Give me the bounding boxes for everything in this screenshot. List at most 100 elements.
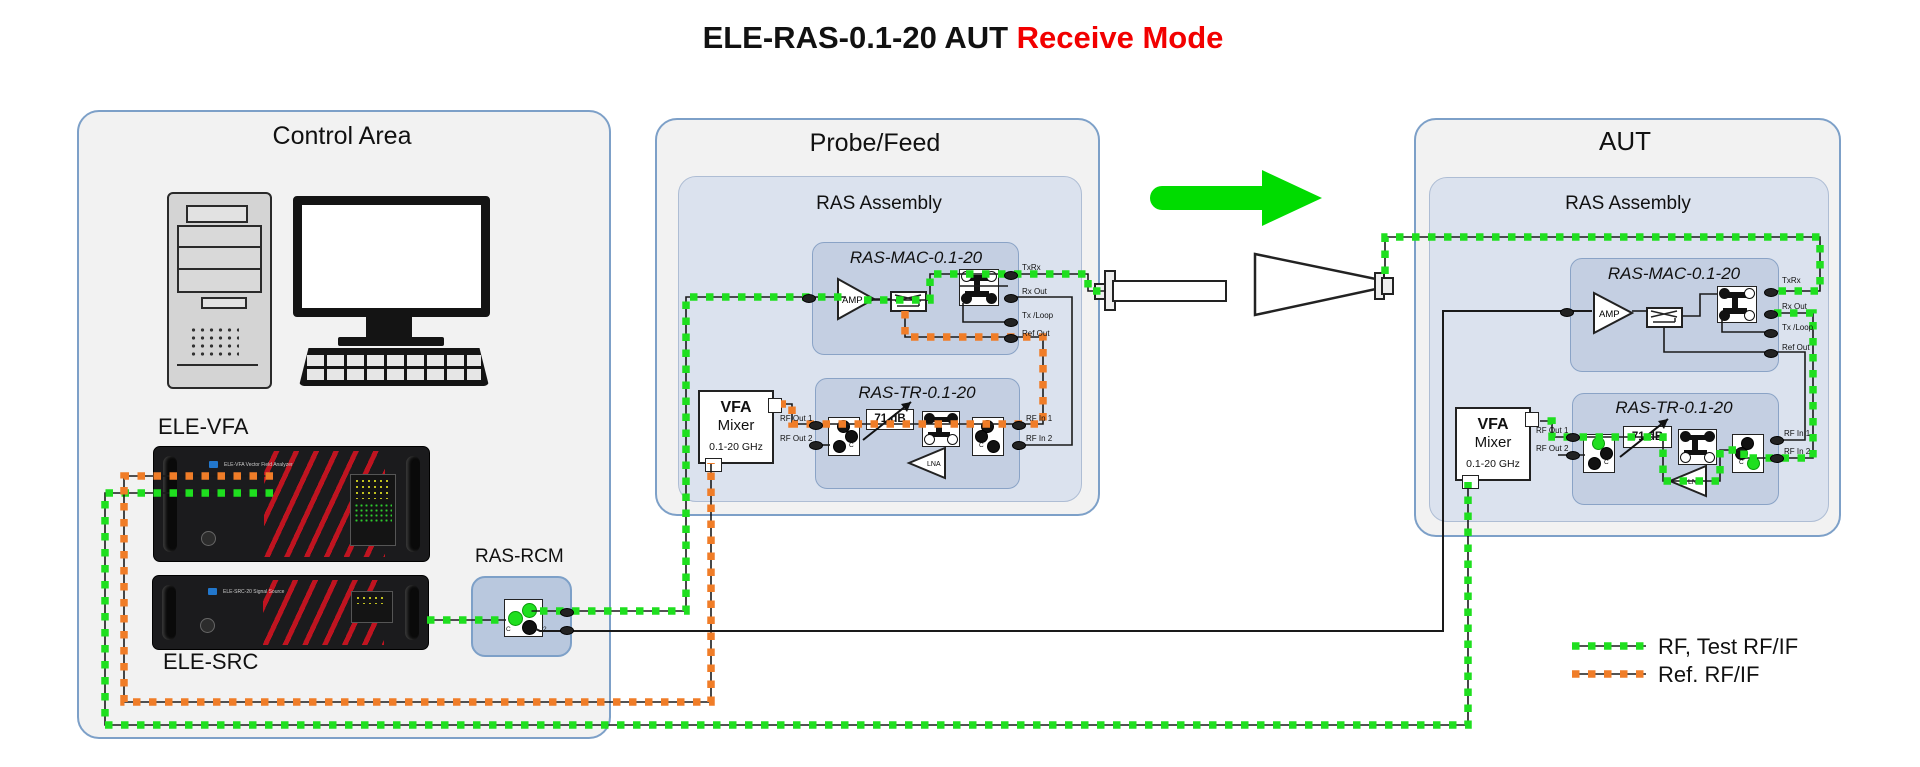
probe-mixer-line2: Mixer [717, 417, 755, 434]
probe-txloop-port [1004, 318, 1018, 327]
vfa-led-grid [354, 503, 392, 524]
aut-tr-transfer-switch [1678, 429, 1717, 465]
title-mode: Receive Mode [1016, 20, 1224, 55]
aut-txrx-port [1764, 288, 1778, 297]
vfa-handle-left [163, 456, 177, 552]
src-knob [200, 618, 215, 633]
probe-attenuator: 71 dB [862, 401, 914, 441]
aut-txloop-port [1764, 329, 1778, 338]
aut-rfout2-label: RF Out 2 [1536, 444, 1569, 453]
src-faceplate-text: ELE-SRC-20 Signal Source [223, 589, 285, 595]
probe-amp: AMP [837, 277, 876, 321]
aut-txrx-label: TxRx [1782, 276, 1801, 285]
probe-ras-assembly-label: RAS Assembly [816, 193, 942, 214]
src-logo [208, 588, 217, 595]
aut-rxout-port [1764, 310, 1778, 319]
monitor-base [338, 337, 444, 346]
probe-mixer-rf-port [768, 398, 782, 413]
aut-label: AUT [1599, 126, 1651, 156]
ele-vfa-label: ELE-VFA [158, 414, 249, 439]
rcm-port2-connector [560, 626, 574, 635]
probe-rfin1-label: RF In 1 [1026, 414, 1053, 423]
pc-tower [167, 192, 272, 389]
monitor [293, 196, 490, 317]
probe-mixer-line3: 0.1-20 GHz [709, 441, 763, 453]
direction-arrow [1150, 170, 1322, 226]
ele-vfa-instrument: ELE-VFA Vector Field Analyzer [153, 446, 430, 562]
probe-mixer-if-port [705, 458, 722, 472]
aut-mixer-line1: VFA [1477, 416, 1509, 433]
probe-refout-label: Ref Out [1022, 329, 1050, 338]
title-main: ELE-RAS-0.1-20 AUT [702, 20, 1009, 55]
aut-txloop-label: Tx /Loop [1782, 323, 1814, 332]
legend-ref-label: Ref. RF/IF [1658, 662, 1760, 687]
rcm-switch-port2-node [522, 620, 537, 635]
horn-antenna [1253, 252, 1378, 317]
aut-mac-label: RAS-MAC-0.1-20 [1607, 264, 1741, 283]
aut-tr-switch-left: C [1583, 434, 1615, 473]
probe-rfin1-port [1012, 421, 1026, 430]
probe-feed-label: Probe/Feed [809, 129, 941, 157]
probe-rxout-label: Rx Out [1022, 287, 1047, 296]
src-leds [355, 595, 387, 604]
horn-adapter [1381, 277, 1394, 295]
aut-lna: LNA [1667, 464, 1707, 498]
vfa-handle-right [406, 456, 420, 552]
probe-tr-transfer-switch [922, 411, 960, 447]
aut-swr-c: C [1739, 459, 1744, 466]
rcm-c-label: C [506, 626, 511, 633]
probe-mac-transfer-switch [959, 269, 999, 306]
probe-vfa-mixer: VFA Mixer 0.1-20 GHz [698, 390, 774, 464]
vfa-led-panel [350, 474, 396, 546]
probe-swr-c: C [979, 442, 984, 449]
aut-tr-label: RAS-TR-0.1-20 [1615, 398, 1733, 417]
probe-amp-in-port [802, 294, 816, 303]
aut-vfa-mixer: VFA Mixer 0.1-20 GHz [1455, 407, 1531, 481]
src-handle-right [405, 585, 419, 640]
probe-txrx-label: TxRx [1022, 263, 1041, 272]
aut-mixer-line3: 0.1-20 GHz [1466, 458, 1520, 470]
probe-swl-c: C [849, 442, 854, 449]
rcm-switch-port1-node [522, 603, 537, 618]
aut-attenuator: 71 dB [1619, 418, 1672, 458]
probe-rxout-port [1004, 294, 1018, 303]
aut-coupler [1646, 307, 1683, 328]
vfa-knob [201, 531, 216, 546]
probe-txloop-label: Tx /Loop [1022, 311, 1054, 320]
tower-bay-divider2 [177, 268, 262, 270]
tower-bay-divider [177, 246, 262, 248]
keyboard [299, 348, 489, 386]
control-area-label: Control Area [272, 122, 412, 150]
probe-mac-label: RAS-MAC-0.1-20 [849, 248, 983, 267]
ele-src-label: ELE-SRC [163, 649, 259, 674]
src-handle-left [162, 585, 176, 640]
keyboard-keys [307, 354, 481, 380]
aut-mixer-line2: Mixer [1474, 434, 1512, 451]
probe-rfin2-label: RF In 2 [1026, 434, 1053, 443]
tower-door-line [177, 364, 258, 366]
monitor-neck [366, 316, 412, 338]
tower-bays [177, 225, 262, 293]
page-title: ELE-RAS-0.1-20 AUT Receive Mode [703, 20, 1484, 56]
legend-test-label: RF, Test RF/IF [1658, 634, 1799, 659]
vfa-leds [354, 478, 390, 499]
aut-mixer-if-port [1462, 475, 1479, 489]
probe-tr-switch-right: C [972, 417, 1004, 456]
rcm-2-label: 2 [543, 626, 547, 633]
aut-amp: AMP [1593, 291, 1634, 335]
aut-rfout2-port [1566, 451, 1580, 460]
ras-rcm-label: RAS-RCM [475, 546, 564, 567]
probe-rfout2-label: RF Out 2 [780, 434, 813, 443]
aut-amp-label-glyph: AMP [1599, 309, 1620, 320]
aut-rfin2-label: RF In 2 [1784, 447, 1811, 456]
probe-amp-label-glyph: AMP [842, 295, 863, 306]
aut-lna-label-glyph: LNA [1688, 479, 1702, 486]
probe-rfout1-label: RF Out 1 [780, 414, 813, 423]
probe-rfin2-port [1012, 441, 1026, 450]
ele-src-instrument: ELE-SRC-20 Signal Source [152, 575, 429, 650]
probe-txrx-port [1004, 271, 1018, 280]
tower-small-slot [201, 297, 247, 309]
probe-antenna-waveguide [1112, 280, 1227, 302]
aut-amp-in-port [1560, 308, 1574, 317]
aut-rfout1-label: RF Out 1 [1536, 426, 1569, 435]
